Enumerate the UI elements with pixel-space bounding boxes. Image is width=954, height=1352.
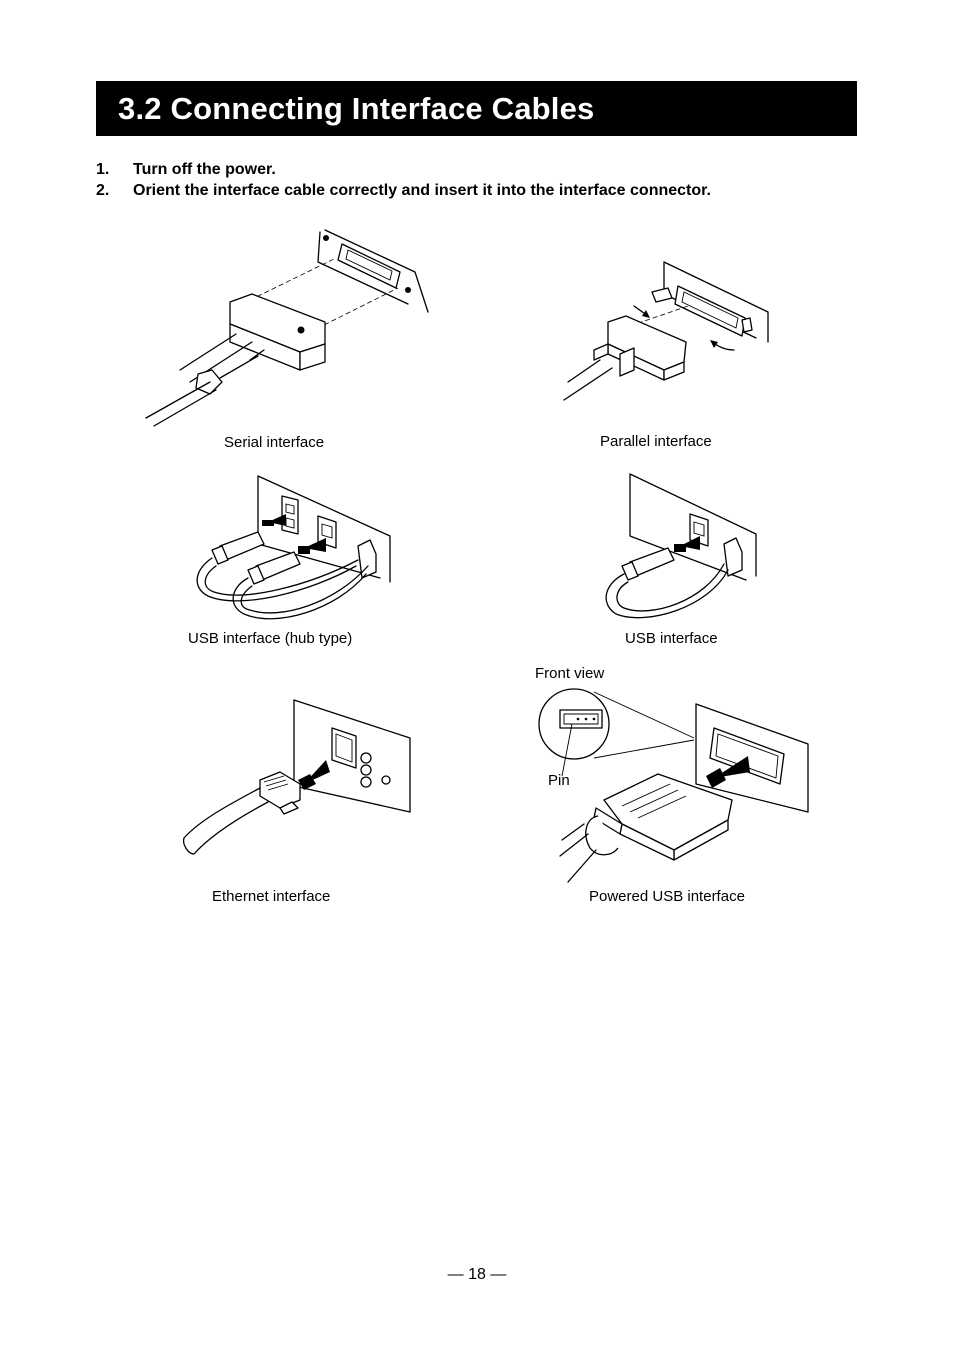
powered-usb-interface-caption: Powered USB interface <box>589 888 745 905</box>
usb-interface-caption: USB interface <box>625 630 718 647</box>
usb-hub-interface-illustration <box>190 474 391 626</box>
step-2: 2. Orient the interface cable correctly … <box>96 180 876 201</box>
instruction-steps: 1. Turn off the power. 2. Orient the int… <box>96 159 876 201</box>
parallel-interface-illustration <box>560 258 775 408</box>
step-number: 1. <box>96 161 110 178</box>
step-number: 2. <box>96 182 110 199</box>
serial-interface-illustration <box>140 222 440 432</box>
section-title-bar: 3.2 Connecting Interface Cables <box>96 81 857 136</box>
ethernet-interface-caption: Ethernet interface <box>212 888 331 905</box>
step-text: Orient the interface cable correctly and… <box>133 182 711 199</box>
step-1: 1. Turn off the power. <box>96 159 876 180</box>
usb-hub-interface-caption: USB interface (hub type) <box>188 630 353 647</box>
step-text: Turn off the power. <box>133 161 276 178</box>
page-number: — 18 — <box>447 1266 507 1283</box>
powered-usb-interface-illustration <box>538 684 813 884</box>
usb-interface-illustration <box>600 472 760 624</box>
serial-interface-caption: Serial interface <box>224 434 325 451</box>
pin-label: Pin <box>548 772 570 789</box>
section-title: 3.2 Connecting Interface Cables <box>118 90 595 126</box>
front-view-label: Front view <box>535 665 605 682</box>
ethernet-interface-illustration <box>180 698 414 862</box>
parallel-interface-caption: Parallel interface <box>600 433 712 450</box>
